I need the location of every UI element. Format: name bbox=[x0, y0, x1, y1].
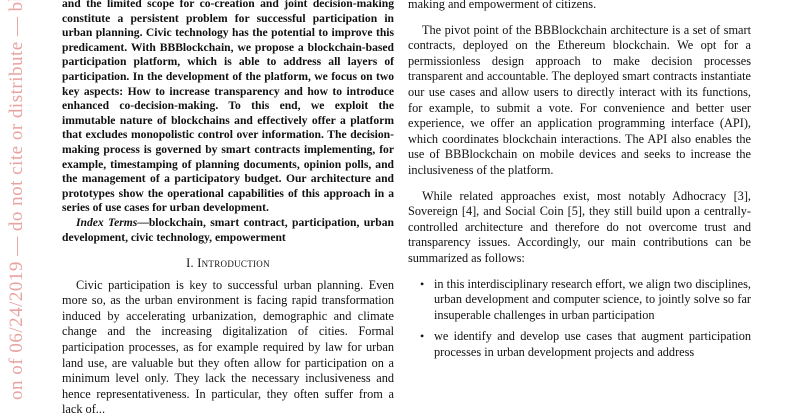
abstract-text: and the limited scope for co-creation an… bbox=[62, 0, 394, 215]
right-column: making and empowerment of citizens. The … bbox=[408, 0, 751, 366]
index-terms-text: —blockchain, smart contract, participati… bbox=[62, 215, 394, 244]
index-terms: Index Terms—blockchain, smart contract, … bbox=[62, 216, 394, 245]
list-item-text: in this interdisciplinary research effor… bbox=[434, 276, 751, 322]
intro-paragraph: Civic participation is key to successful… bbox=[62, 277, 394, 417]
bullet-icon: • bbox=[420, 276, 425, 291]
section-title: Introduction bbox=[197, 256, 270, 271]
section-heading: I. Introduction bbox=[62, 256, 394, 271]
paragraph-related-work: While related approaches exist, most not… bbox=[408, 188, 751, 265]
bullet-icon: • bbox=[420, 329, 425, 344]
index-terms-label: Index Terms bbox=[76, 215, 138, 229]
contributions-list: • in this interdisciplinary research eff… bbox=[408, 277, 751, 361]
list-item: • in this interdisciplinary research eff… bbox=[408, 277, 751, 324]
section-number: I. bbox=[186, 256, 194, 271]
watermark-text: on of 06/24/2019 — do not cite or distri… bbox=[6, 0, 27, 400]
list-item: • we identify and develop use cases that… bbox=[408, 329, 751, 360]
paragraph-architecture: The pivot point of the BBBlockchain arch… bbox=[408, 22, 751, 177]
vertical-watermark: on of 06/24/2019 — do not cite or distri… bbox=[0, 0, 42, 400]
left-column: and the limited scope for co-creation an… bbox=[62, 0, 394, 418]
list-item-text: we identify and develop use cases that a… bbox=[434, 329, 751, 359]
top-fragment: making and empowerment of citizens. bbox=[408, 0, 597, 11]
